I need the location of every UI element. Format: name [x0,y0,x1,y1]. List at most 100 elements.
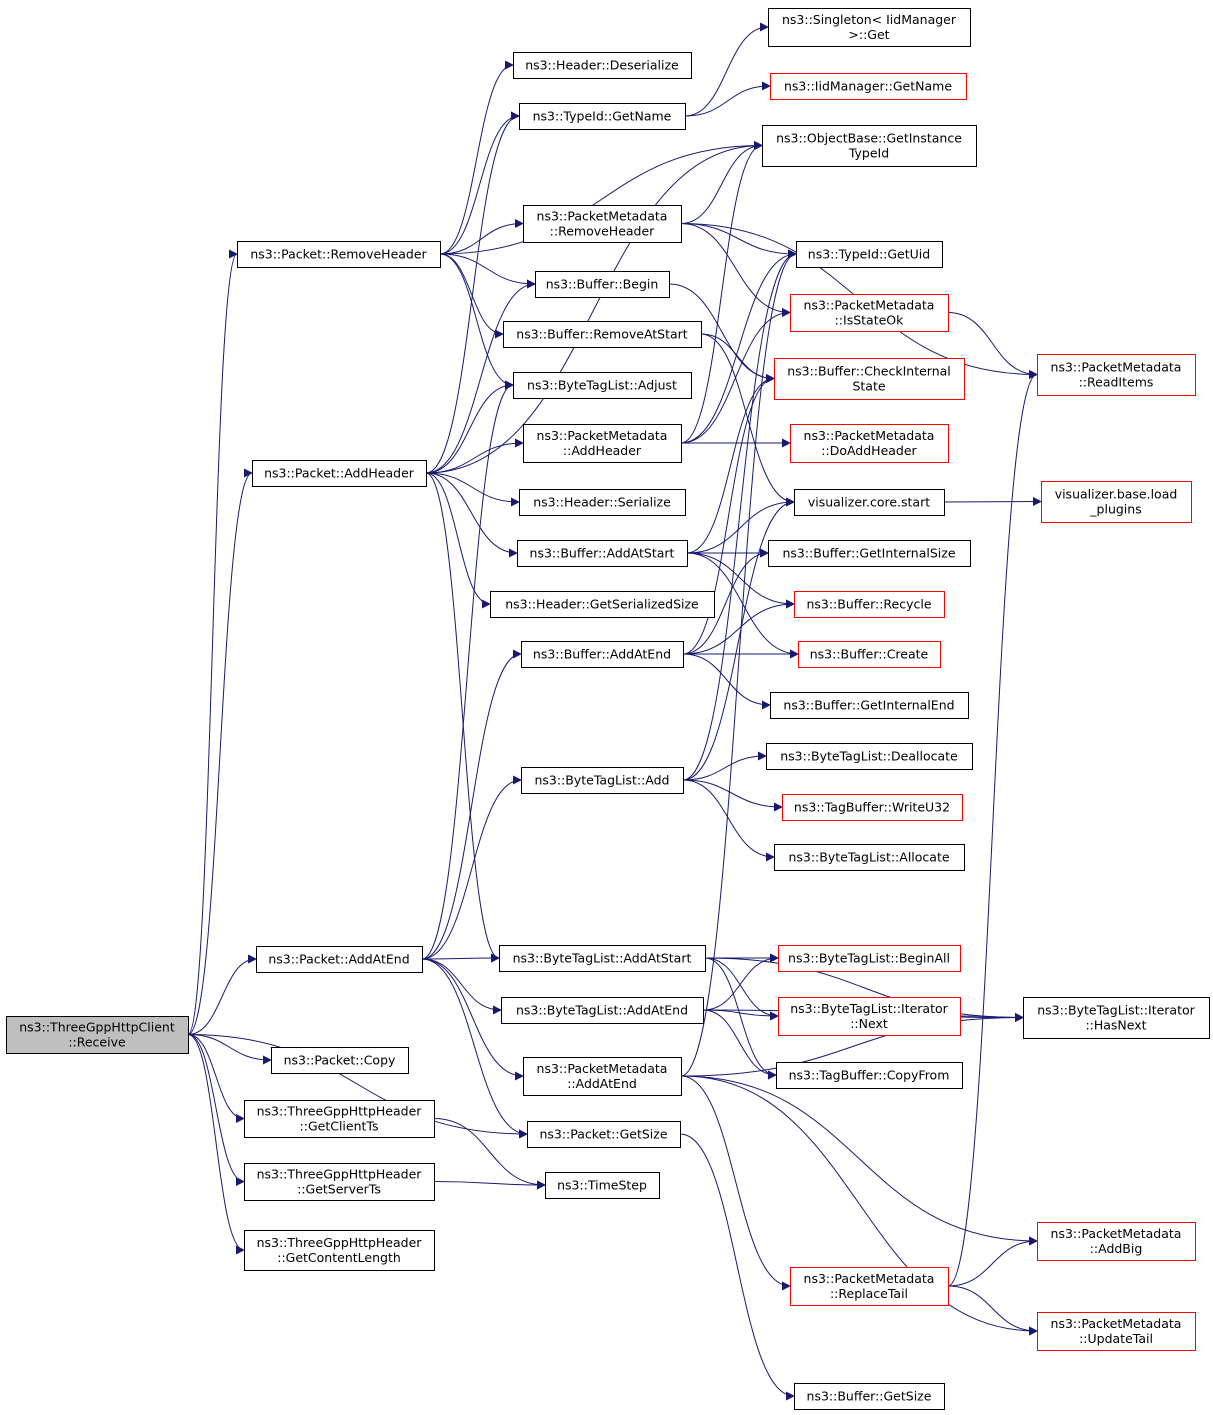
node-vis-core-start[interactable]: visualizer.core.start [794,489,945,516]
node-label: ns3::Singleton< IidManager [782,12,957,27]
node-typeid-getuid[interactable]: ns3::TypeId::GetUid [796,241,943,268]
node-pm-updatetail[interactable]: ns3::PacketMetadata::UpdateTail [1037,1312,1196,1351]
node-hdr-serialize[interactable]: ns3::Header::Serialize [519,489,686,516]
node-box [523,205,682,243]
node-btl-addatend[interactable]: ns3::ByteTagList::AddAtEnd [501,997,704,1024]
node-tagbuf-copyfrom[interactable]: ns3::TagBuffer::CopyFrom [776,1062,963,1089]
call-edge [425,472,520,507]
node-box [501,997,704,1024]
call-edge [187,1034,272,1065]
node-pm-doaddheader[interactable]: ns3::PacketMetadata::DoAddHeader [790,424,949,463]
node-label: ns3::TypeId::GetUid [808,247,930,262]
call-edge [682,548,769,655]
node-label: ns3::PacketMetadata [1051,1226,1182,1241]
node-getclientts[interactable]: ns3::ThreeGppHttpHeader::GetClientTs [244,1100,435,1138]
node-box [6,1016,189,1054]
node-btl-iter-hasnext[interactable]: ns3::ByteTagList::Iterator::HasNext [1023,997,1210,1039]
node-pm-replacetail[interactable]: ns3::PacketMetadata::ReplaceTail [790,1267,949,1306]
node-buf-getsize[interactable]: ns3::Buffer::GetSize [794,1383,945,1410]
node-pm-addbig[interactable]: ns3::PacketMetadata::AddBig [1037,1222,1196,1261]
node-label: ns3::PacketMetadata [537,209,668,224]
call-edge [680,141,763,444]
node-box [1041,481,1192,523]
call-edge [439,60,514,255]
call-edge [425,279,536,474]
node-box [768,540,971,567]
node-btl-adjust[interactable]: ns3::ByteTagList::Adjust [513,372,692,399]
node-label: ns3::ObjectBase::GetInstance [776,131,962,146]
node-label: ::IsStateOk [835,313,905,328]
call-edge [682,497,795,781]
node-label: ns3::PacketMetadata [1051,1316,1182,1331]
node-buf-getinternalend[interactable]: ns3::Buffer::GetInternalEnd [770,692,969,719]
node-buf-addatend[interactable]: ns3::Buffer::AddAtEnd [521,641,684,668]
node-typeid-getname[interactable]: ns3::TypeId::GetName [519,103,686,130]
node-box [796,241,943,268]
node-btl-addatstart[interactable]: ns3::ByteTagList::AddAtStart [499,945,706,972]
node-receive[interactable]: ns3::ThreeGppHttpClient::Receive [6,1016,189,1054]
node-label: ns3::Header::GetSerializedSize [505,597,699,612]
node-copy[interactable]: ns3::Packet::Copy [271,1047,409,1074]
call-edge [704,957,777,1080]
node-hdr-getserializedsize[interactable]: ns3::Header::GetSerializedSize [490,591,715,618]
node-buf-removeatstart[interactable]: ns3::Buffer::RemoveAtStart [503,321,702,348]
node-box [519,103,686,130]
node-label: ns3::TagBuffer::WriteU32 [794,800,950,815]
call-edge [187,1034,245,1186]
node-singleton-get[interactable]: ns3::Singleton< IidManager>::Get [768,8,971,47]
call-edge [187,468,253,1035]
node-addheader[interactable]: ns3::Packet::AddHeader [252,460,427,487]
node-box [513,372,692,399]
node-pm-addheader[interactable]: ns3::PacketMetadata::AddHeader [523,424,682,463]
node-hdr-deserialize[interactable]: ns3::Header::Deserialize [513,52,692,79]
node-buf-create[interactable]: ns3::Buffer::Create [798,641,941,668]
node-label: ::Receive [68,1035,126,1050]
node-buf-getinternalsize[interactable]: ns3::Buffer::GetInternalSize [768,540,971,567]
node-buf-addatstart[interactable]: ns3::Buffer::AddAtStart [517,540,688,567]
node-removeheader[interactable]: ns3::Packet::RemoveHeader [237,241,441,268]
call-edge [421,958,502,1015]
node-label: ns3::ByteTagList::Iterator [1037,1003,1195,1018]
node-buf-begin[interactable]: ns3::Buffer::Begin [535,271,670,298]
node-tagbuf-writeu32[interactable]: ns3::TagBuffer::WriteU32 [782,794,963,821]
call-edge [421,953,500,963]
call-edge [421,380,514,960]
node-pm-isstateok[interactable]: ns3::PacketMetadata::IsStateOk [790,294,949,332]
node-btl-beginall[interactable]: ns3::ByteTagList::BeginAll [778,945,961,972]
node-pkt-getsize[interactable]: ns3::Packet::GetSize [527,1121,681,1148]
node-addatend[interactable]: ns3::Packet::AddAtEnd [256,946,423,973]
node-getcontentlength[interactable]: ns3::ThreeGppHttpHeader::GetContentLengt… [244,1230,435,1271]
call-edge [686,552,795,609]
call-edge [439,111,520,255]
call-edge [947,1285,1038,1336]
node-iid-getname[interactable]: ns3::IidManager::GetName [770,73,967,100]
node-btl-allocate[interactable]: ns3::ByteTagList::Allocate [774,844,965,871]
call-edge [187,1034,245,1255]
node-btl-add[interactable]: ns3::ByteTagList::Add [521,767,684,794]
call-edge [433,1180,546,1190]
node-label: ::DoAddHeader [821,443,917,458]
node-getserverts[interactable]: ns3::ThreeGppHttpHeader::GetServerTs [244,1163,435,1201]
node-vis-base-loadplugins[interactable]: visualizer.base.load_plugins [1041,481,1192,523]
node-label: ns3::Buffer::CheckInternal [787,364,951,379]
node-pm-removeheader[interactable]: ns3::PacketMetadata::RemoveHeader [523,205,682,243]
node-label: ns3::TagBuffer::CopyFrom [789,1068,950,1083]
node-label: ns3::Buffer::RemoveAtStart [516,327,688,342]
node-pm-addatend[interactable]: ns3::PacketMetadata::AddAtEnd [523,1057,682,1096]
node-label: State [852,379,885,394]
call-edge [425,472,518,558]
node-btl-iter-next[interactable]: ns3::ByteTagList::Iterator::Next [778,997,961,1036]
node-label: ns3::PacketMetadata [804,428,935,443]
node-box [513,52,692,79]
node-pm-readitems[interactable]: ns3::PacketMetadata::ReadItems [1037,354,1196,396]
node-box [770,73,967,100]
call-edge [680,1075,791,1291]
node-btl-deallocate[interactable]: ns3::ByteTagList::Deallocate [766,743,973,770]
node-box [490,591,715,618]
node-buf-recycle[interactable]: ns3::Buffer::Recycle [794,591,945,618]
node-timestep[interactable]: ns3::TimeStep [545,1172,660,1199]
node-box [523,424,682,463]
